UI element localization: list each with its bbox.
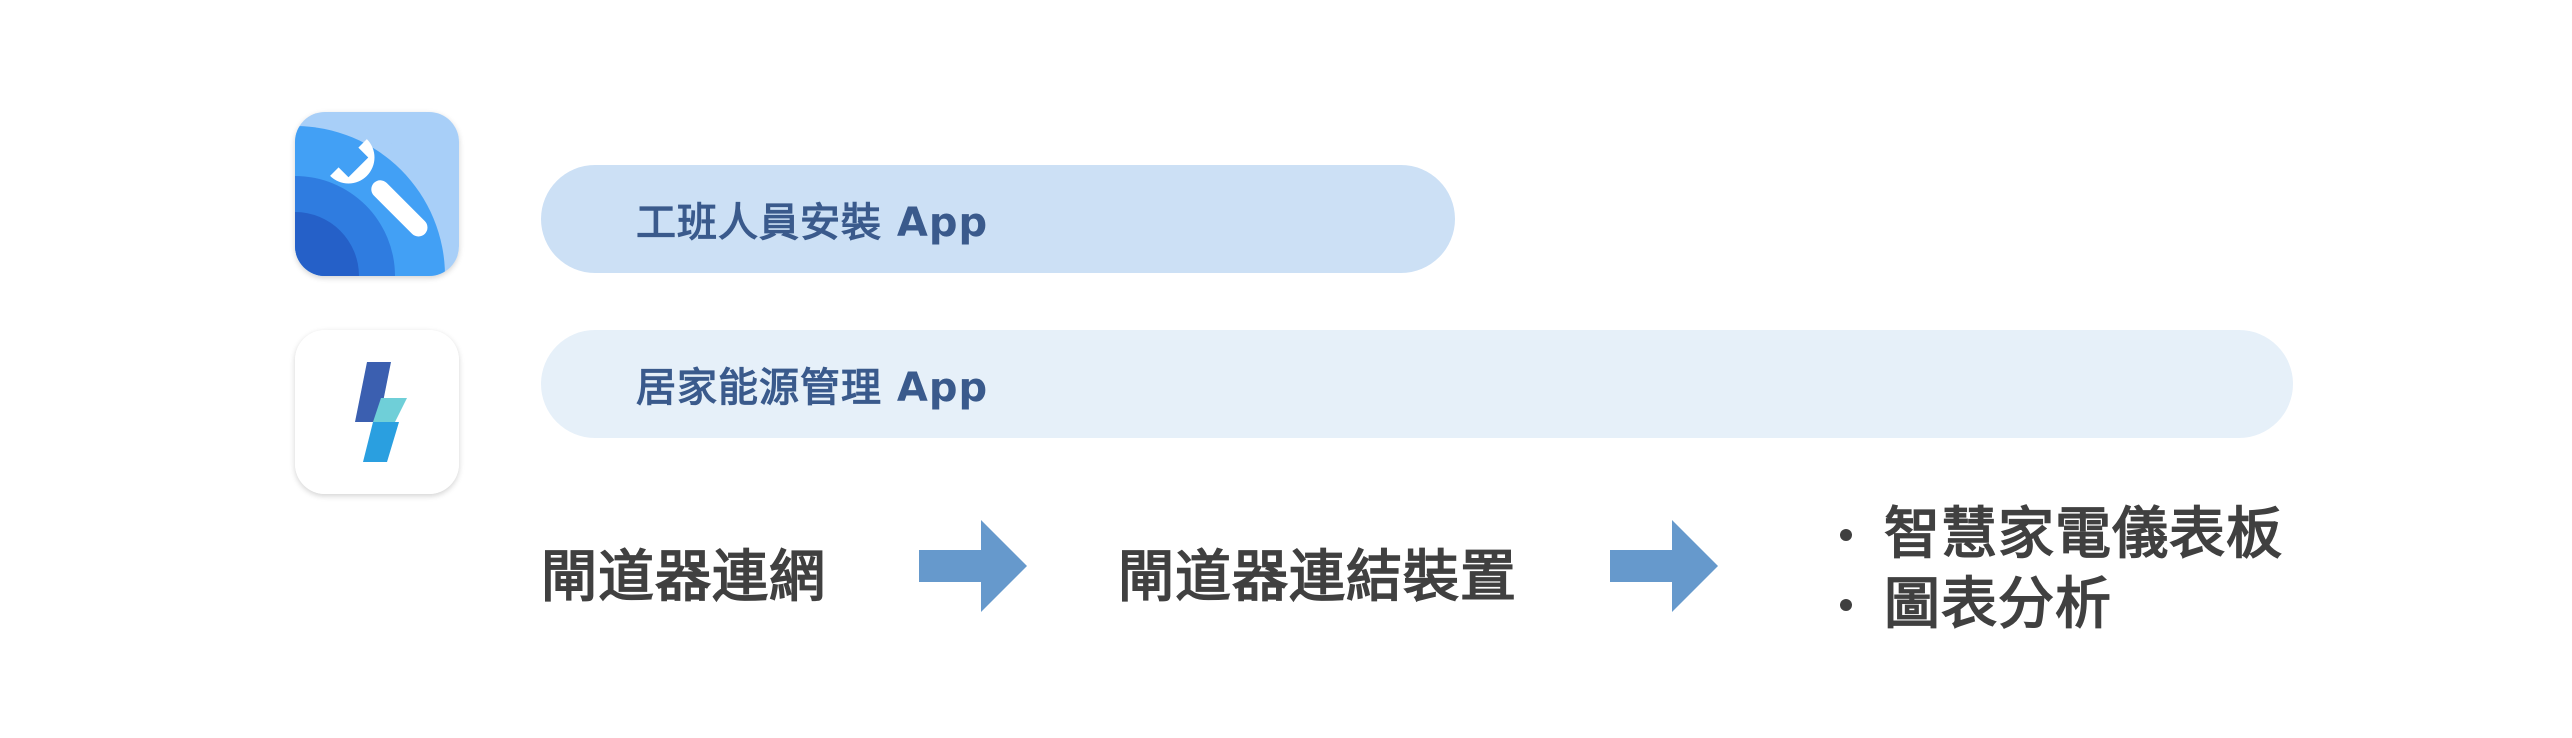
result-smart-appliance-dashboard: 智慧家電儀表板 [1884,502,2283,567]
installer-app-label: 工班人員安裝 App [636,200,989,246]
energy-app-bar: 居家能源管理 App [541,330,2293,438]
installer-app-icon [295,112,459,276]
right-arrow-icon [1610,520,1718,612]
energy-app-icon [295,330,459,494]
energy-app-label: 居家能源管理 App [636,365,989,411]
flow-step-gateway-network: 閘道器連網 [541,545,826,610]
bullet-icon [1840,599,1852,611]
list-item: 圖表分析 [1832,570,2283,640]
installer-app-bar: 工班人員安裝 App [541,165,1455,273]
right-arrow-icon [919,520,1027,612]
flow-step-gateway-devices: 閘道器連結裝置 [1118,545,1517,610]
list-item: 智慧家電儀表板 [1832,500,2283,570]
wrench-icon [295,112,459,276]
flow-results-list: 智慧家電儀表板 圖表分析 [1832,500,2283,640]
result-chart-analysis: 圖表分析 [1884,572,2112,637]
lightning-bolt-icon [295,330,459,494]
bullet-icon [1840,529,1852,541]
